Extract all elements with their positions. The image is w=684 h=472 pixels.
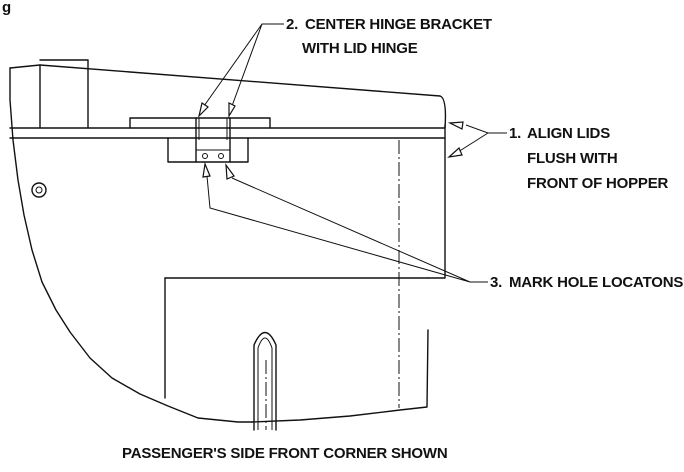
callout-2-number: 2. — [286, 16, 298, 33]
callout-1-number: 1. — [509, 125, 521, 142]
callout-1-line3: FRONT OF HOPPER — [527, 175, 669, 192]
callout-1-line1: ALIGN LIDS — [527, 125, 610, 142]
callout-mark-hole-locations: 3. MARK HOLE LOCATONS — [202, 161, 684, 291]
callout-3-line1: MARK HOLE LOCATONS — [509, 274, 683, 291]
callout-3-number: 3. — [490, 274, 502, 291]
hopper-body — [9, 59, 447, 431]
figure-caption: PASSENGER'S SIDE FRONT CORNER SHOWN — [122, 445, 447, 462]
callout-2-line2: WITH LID HINGE — [302, 40, 418, 57]
callout-align-lids: 1. ALIGN LIDS FLUSH WITH FRONT OF HOPPER — [447, 121, 669, 192]
callout-center-hinge-bracket: 2. CENTER HINGE BRACKET WITH LID HINGE — [197, 16, 492, 119]
callout-1-line2: FLUSH WITH — [527, 150, 617, 167]
callout-2-line1: CENTER HINGE BRACKET — [305, 16, 492, 33]
header-fragment: g — [2, 0, 11, 16]
